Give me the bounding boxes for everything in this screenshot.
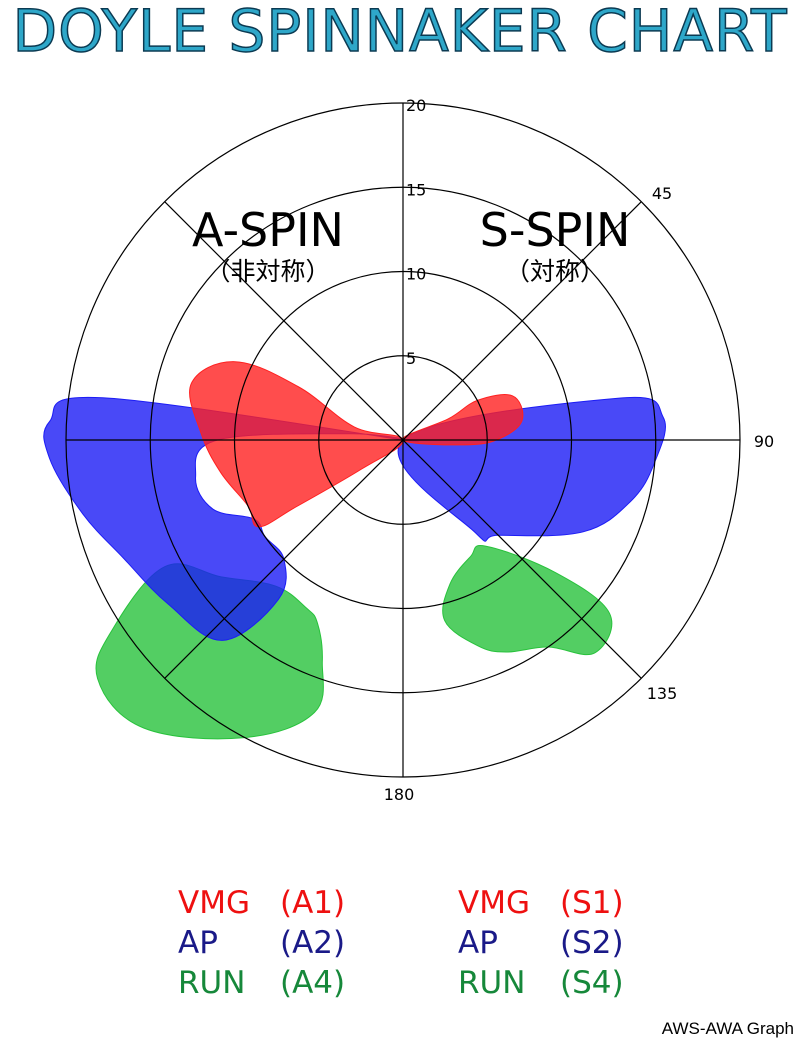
section-sublabel: （対称） bbox=[505, 257, 605, 286]
angle-label: 180 bbox=[384, 785, 415, 804]
radial-tick-label: 5 bbox=[406, 349, 416, 368]
legend-sail: (A2) bbox=[280, 925, 345, 961]
series-area-vmg-a bbox=[189, 361, 404, 528]
series-area-vmg-s bbox=[402, 394, 524, 446]
legend-name: VMG bbox=[458, 885, 530, 921]
series-area-ap-a bbox=[43, 396, 420, 641]
radial-tick-label: 20 bbox=[406, 96, 426, 115]
legend-sail: (S1) bbox=[560, 885, 624, 921]
series-area-run-s bbox=[442, 545, 613, 656]
legend: VMG (A1) AP (A2) RUN (A4) VMG (S1) AP (S2) RUN (S4) bbox=[178, 885, 624, 1001]
series-areas bbox=[43, 361, 666, 740]
legend-sail: (A4) bbox=[280, 965, 345, 1001]
legend-sail: (A1) bbox=[280, 885, 345, 921]
section-label: A-SPIN bbox=[192, 203, 344, 257]
series-area-ap-s bbox=[397, 396, 666, 542]
section-sublabel: （非対称） bbox=[205, 257, 330, 286]
polar-grid bbox=[65, 102, 741, 778]
section-label: S-SPIN bbox=[480, 203, 631, 257]
legend-name: VMG bbox=[178, 885, 250, 921]
legend-sail: (S2) bbox=[560, 925, 624, 961]
grid-spoke bbox=[164, 201, 642, 679]
chart-labels: 5 10 15 20 45 90 135 180 A-SPIN（非対称） S-SPIN（対称） bbox=[192, 96, 774, 804]
legend-name: RUN bbox=[458, 965, 525, 1001]
legend-name: AP bbox=[458, 925, 498, 961]
chart-title: DOYLE SPINNAKER CHART bbox=[12, 0, 788, 65]
legend-sail: (S4) bbox=[560, 965, 624, 1001]
radial-tick-label: 15 bbox=[406, 180, 426, 199]
legend-name: AP bbox=[178, 925, 218, 961]
legend-name: RUN bbox=[178, 965, 245, 1001]
radial-tick-label: 10 bbox=[406, 265, 426, 284]
angle-label: 45 bbox=[652, 184, 672, 203]
angle-label: 135 bbox=[647, 684, 678, 703]
footer-label: AWS-AWA Graph bbox=[661, 1019, 794, 1038]
angle-label: 90 bbox=[754, 432, 774, 451]
